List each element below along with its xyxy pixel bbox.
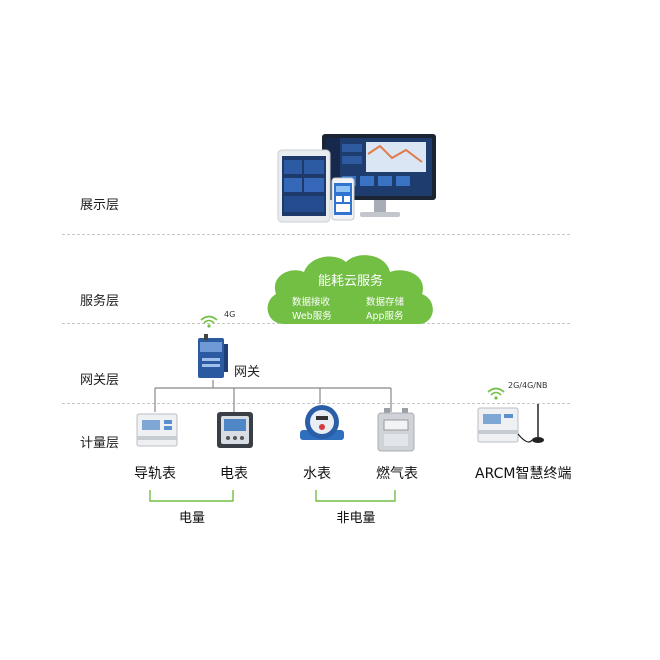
electric-meter-icon bbox=[217, 412, 253, 448]
layer-label-metering: 计量层 bbox=[80, 436, 120, 451]
group-label-non-electric: 非电量 bbox=[336, 511, 376, 526]
tablet-icon bbox=[277, 149, 331, 223]
cloud-item-data-storage: 数据存储 bbox=[366, 297, 405, 308]
layer-label-display: 展示层 bbox=[80, 198, 120, 213]
gateway-label: 网关 bbox=[234, 365, 261, 380]
rail-meter-icon bbox=[136, 413, 178, 447]
display-devices-image bbox=[277, 134, 436, 223]
arcm-terminal-icon bbox=[477, 404, 544, 443]
group-label-electric: 电量 bbox=[178, 511, 205, 526]
arcm-signal-label: 2G/4G/NB bbox=[508, 381, 548, 390]
cloud-item-data-receive: 数据接收 bbox=[292, 297, 331, 308]
divider-gateway-metering bbox=[62, 403, 570, 404]
gateway-device-icon bbox=[198, 334, 228, 378]
cloud-title: 能耗云服务 bbox=[318, 274, 384, 289]
water-meter-icon bbox=[300, 405, 344, 440]
phone-icon bbox=[331, 177, 355, 221]
divider-display-service bbox=[62, 234, 570, 235]
electric-meter-label: 电表 bbox=[220, 466, 248, 482]
gateway-signal-label: 4G bbox=[224, 310, 236, 319]
arcm-label: ARCM智慧终端 bbox=[475, 466, 572, 482]
cloud-item-web-service: Web服务 bbox=[292, 311, 332, 322]
cloud-shape bbox=[267, 255, 433, 324]
wifi-icon-arcm bbox=[487, 387, 505, 400]
gas-meter-label: 燃气表 bbox=[376, 466, 418, 482]
cloud-item-app-service: App服务 bbox=[366, 311, 404, 322]
gas-meter-icon bbox=[377, 408, 415, 452]
wifi-icon bbox=[200, 315, 218, 328]
rail-meter-label: 导轨表 bbox=[134, 466, 176, 482]
layer-label-service: 服务层 bbox=[80, 294, 120, 309]
layer-label-gateway: 网关层 bbox=[80, 373, 120, 388]
water-meter-label: 水表 bbox=[303, 466, 331, 482]
